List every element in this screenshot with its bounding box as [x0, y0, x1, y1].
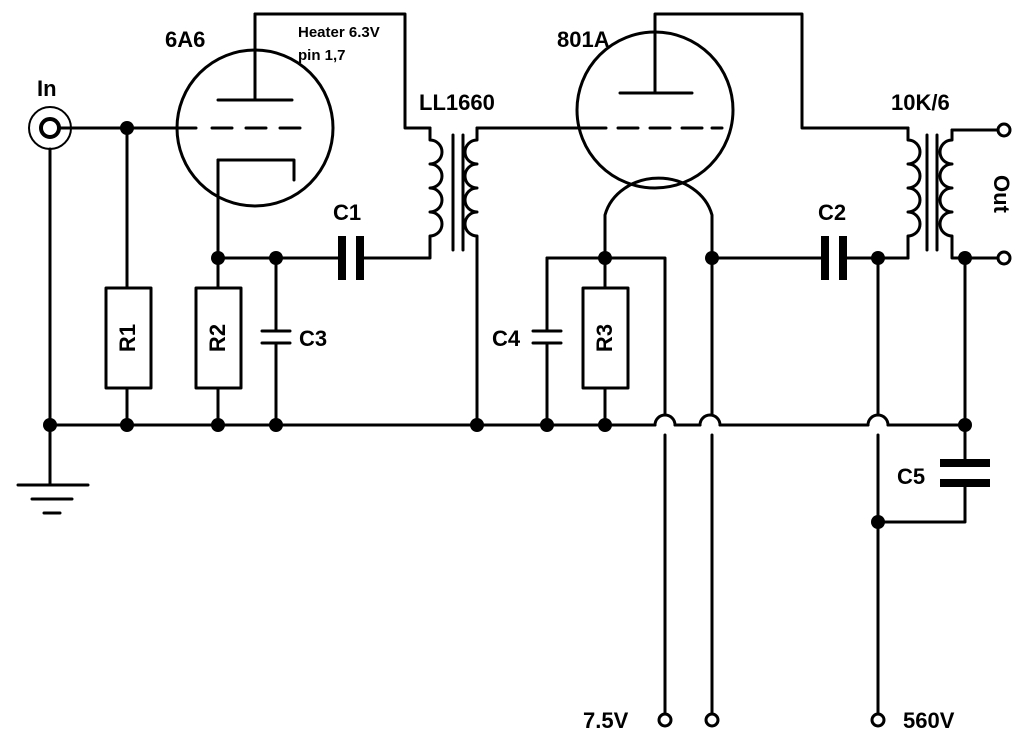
- output-label: Out: [989, 175, 1014, 214]
- c2-label: C2: [818, 200, 846, 225]
- input-connector: [28, 106, 182, 427]
- heater-label: Heater 6.3V: [298, 24, 380, 41]
- c4-label: C4: [492, 326, 521, 351]
- ground-bus: [48, 413, 967, 427]
- input-label: In: [37, 76, 57, 101]
- b-plus-terminal: [870, 712, 886, 728]
- capacitor-c4: [531, 256, 563, 427]
- output-terminal-bottom: [996, 250, 1012, 266]
- tube-801a: [575, 12, 910, 260]
- output-terminal-top: [996, 122, 1012, 138]
- capacitor-c3: [260, 256, 292, 427]
- capacitor-c5: [876, 459, 990, 524]
- tube-6a6: [175, 12, 335, 260]
- supply-filament-label: 7.5V: [583, 708, 629, 733]
- filament-terminal-2: [704, 712, 720, 728]
- heater-pins-label: pin 1,7: [298, 47, 346, 64]
- supply-b-plus-label: 560V: [903, 708, 955, 733]
- c5-label: C5: [897, 464, 925, 489]
- transformer-10k6: [906, 126, 999, 260]
- r1-label: R1: [115, 324, 140, 352]
- c1-label: C1: [333, 200, 361, 225]
- r3-label: R3: [592, 324, 617, 352]
- junction-dots: [43, 121, 972, 529]
- transformer1-label: LL1660: [419, 90, 495, 115]
- plate-wire-6a6: [253, 12, 432, 130]
- capacitor-c2: [816, 236, 910, 280]
- tube1-label: 6A6: [165, 27, 205, 52]
- transformer2-label: 10K/6: [891, 90, 950, 115]
- filament-left-wire: [545, 256, 667, 720]
- transformer-ll1660: [428, 126, 590, 427]
- capacitor-c1: [333, 236, 432, 280]
- ground-symbol: [16, 423, 90, 515]
- tube2-label: 801A: [557, 27, 610, 52]
- resistor-r1: [104, 126, 153, 427]
- c3-label: C3: [299, 326, 327, 351]
- r2-label: R2: [205, 324, 230, 352]
- filament-terminal-1: [657, 712, 673, 728]
